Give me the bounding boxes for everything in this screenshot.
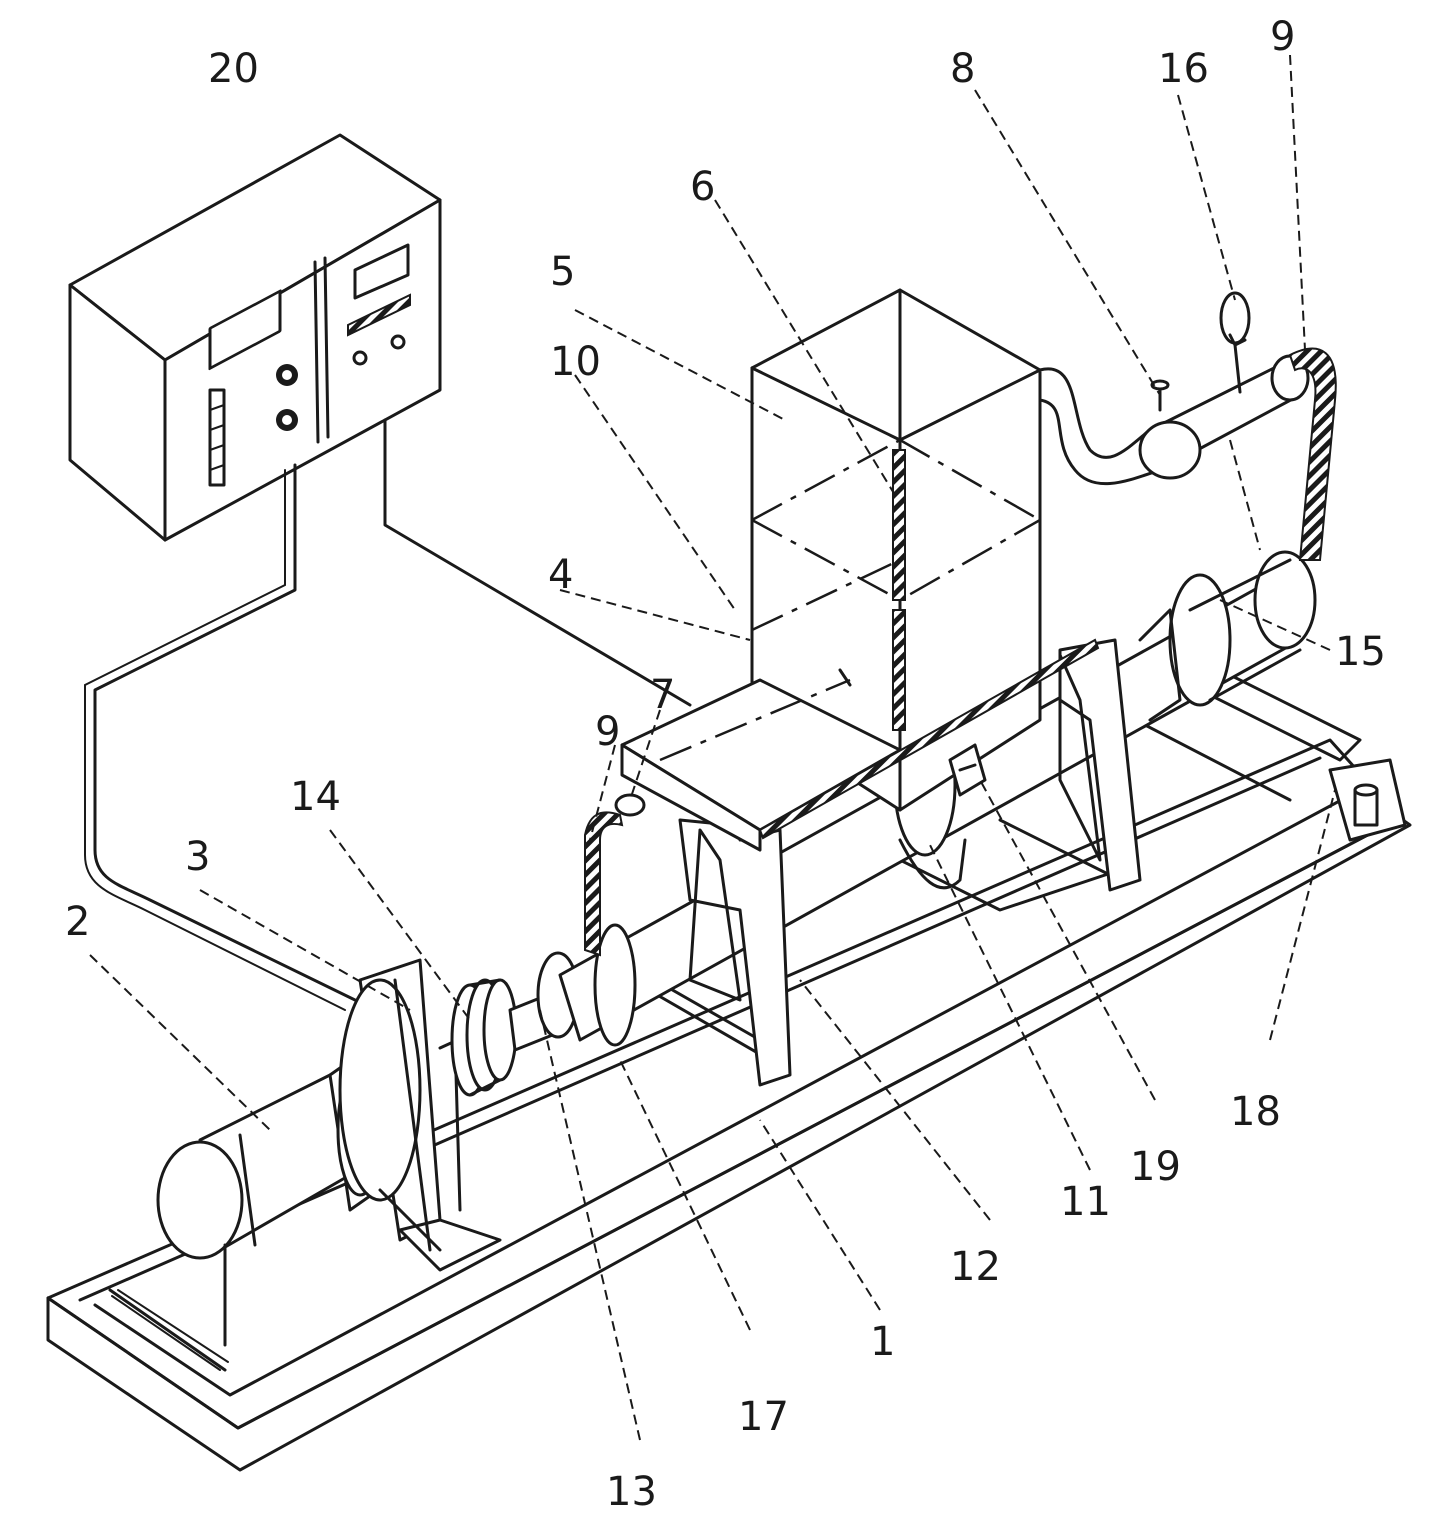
label-6: 6 (690, 164, 715, 210)
label-19: 19 (1130, 1144, 1181, 1190)
label-1: 1 (870, 1319, 895, 1365)
label-9-right: 9 (1270, 14, 1295, 60)
label-16: 16 (1158, 46, 1209, 92)
label-12: 12 (950, 1244, 1001, 1290)
label-10: 10 (550, 339, 601, 385)
label-3: 3 (185, 834, 210, 880)
label-7: 7 (650, 672, 675, 718)
label-18: 18 (1230, 1089, 1281, 1135)
label-8: 8 (950, 46, 975, 92)
label-4: 4 (548, 552, 573, 598)
sight-glass (893, 450, 905, 730)
motor (158, 960, 500, 1345)
label-9-left: 9 (595, 709, 620, 755)
label-11: 11 (1060, 1179, 1111, 1225)
label-13: 13 (606, 1469, 657, 1515)
coupling (440, 953, 578, 1095)
label-5: 5 (550, 249, 575, 295)
label-20: 20 (208, 46, 259, 92)
label-15: 15 (1335, 629, 1386, 675)
label-14: 14 (290, 774, 341, 820)
tail-block (1330, 760, 1405, 840)
label-2: 2 (65, 899, 90, 945)
air-pipe (1040, 293, 1308, 484)
label-17: 17 (738, 1394, 789, 1440)
